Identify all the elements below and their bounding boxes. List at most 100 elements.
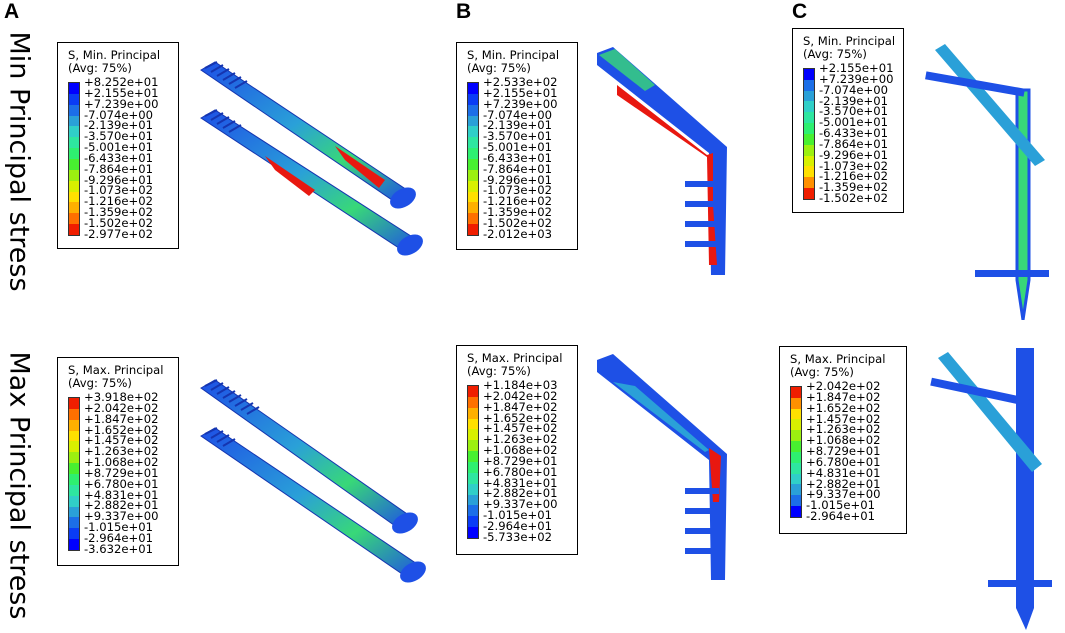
legend-c-min: S, Min. Principal (Avg: 75%) +2.155e+01+… bbox=[792, 28, 904, 213]
scale-swatch bbox=[69, 137, 79, 149]
scale-swatch bbox=[468, 429, 478, 441]
scale-value: -1.216e+02 bbox=[819, 169, 888, 184]
scale-value: +1.263e+02 bbox=[806, 422, 881, 437]
scale-swatch bbox=[69, 506, 79, 518]
scale-swatch bbox=[69, 539, 79, 551]
scale-value: +1.263e+02 bbox=[483, 432, 558, 447]
scale-swatch bbox=[69, 441, 79, 453]
scale-swatch bbox=[69, 528, 79, 540]
scale-value: +1.847e+02 bbox=[483, 399, 558, 414]
scale-value: +1.652e+02 bbox=[806, 400, 881, 415]
scale-swatch bbox=[468, 169, 478, 181]
scale-value: -6.433e+01 bbox=[84, 150, 153, 165]
scale-swatch bbox=[468, 396, 478, 408]
scale-value: +6.780e+01 bbox=[84, 476, 159, 491]
scale-value: -1.359e+02 bbox=[483, 205, 552, 220]
model-a-max bbox=[200, 379, 426, 583]
legend-c-max: S, Max. Principal (Avg: 75%) +2.042e+02+… bbox=[779, 346, 907, 534]
color-scale-bar bbox=[68, 82, 80, 236]
scale-value: -5.001e+01 bbox=[819, 115, 888, 130]
model-a-min bbox=[200, 61, 423, 256]
scale-swatch bbox=[804, 155, 814, 167]
scale-swatch bbox=[804, 188, 814, 199]
scale-value: -1.502e+02 bbox=[84, 215, 153, 230]
scale-value: +1.457e+02 bbox=[483, 421, 558, 436]
scale-value: -2.139e+01 bbox=[819, 93, 888, 108]
scale-swatch bbox=[468, 418, 478, 430]
scale-swatch bbox=[791, 495, 801, 507]
scale-swatch bbox=[69, 213, 79, 225]
scale-value: +9.337e+00 bbox=[483, 497, 558, 512]
scale-swatch bbox=[804, 79, 814, 91]
scale-value: +9.337e+00 bbox=[806, 487, 881, 502]
scale-value: +7.239e+00 bbox=[84, 96, 159, 111]
scale-swatch bbox=[791, 408, 801, 420]
scale-value: -7.074e+00 bbox=[819, 82, 888, 97]
model-c-max bbox=[930, 348, 1052, 630]
scale-swatch bbox=[468, 494, 478, 506]
scale-value: -1.216e+02 bbox=[483, 194, 552, 209]
scale-value: -2.012e+03 bbox=[483, 226, 552, 241]
scale-swatch bbox=[69, 408, 79, 420]
scale-value: +2.042e+02 bbox=[483, 388, 558, 403]
scale-swatch bbox=[69, 83, 79, 94]
scale-swatch bbox=[69, 148, 79, 160]
scale-swatch bbox=[468, 202, 478, 214]
scale-swatch bbox=[468, 213, 478, 225]
scale-value: +1.068e+02 bbox=[483, 443, 558, 458]
scale-value: +1.652e+02 bbox=[483, 410, 558, 425]
scale-value: -1.359e+02 bbox=[84, 205, 153, 220]
scale-value: -2.964e+01 bbox=[483, 518, 552, 533]
scale-value: -1.216e+02 bbox=[84, 194, 153, 209]
scale-value: -2.964e+01 bbox=[84, 530, 153, 545]
screw-upper bbox=[200, 379, 418, 534]
scale-swatch bbox=[468, 159, 478, 170]
scale-value: +9.337e+00 bbox=[84, 509, 159, 524]
scale-value: -2.977e+02 bbox=[84, 226, 153, 241]
scale-value: -1.015e+01 bbox=[806, 498, 875, 513]
scale-swatch bbox=[468, 516, 478, 528]
scale-swatch bbox=[804, 177, 814, 189]
scale-swatch bbox=[468, 115, 478, 127]
scale-value: -9.296e+01 bbox=[819, 147, 888, 162]
scale-value: +1.184e+03 bbox=[483, 378, 558, 392]
scale-value: -1.073e+02 bbox=[84, 183, 153, 198]
scale-swatch bbox=[468, 104, 478, 116]
color-scale-bar bbox=[803, 68, 815, 200]
scale-swatch bbox=[804, 90, 814, 102]
scale-value: -9.296e+01 bbox=[84, 172, 153, 187]
scale-value: +2.155e+01 bbox=[819, 61, 894, 75]
scale-swatch bbox=[69, 452, 79, 464]
legend-b-max: S, Max. Principal (Avg: 75%) +1.184e+03+… bbox=[456, 345, 578, 555]
scale-value: +4.831e+01 bbox=[806, 465, 881, 480]
scale-value: -1.073e+02 bbox=[819, 158, 888, 173]
scale-swatch bbox=[791, 451, 801, 463]
scale-swatch bbox=[468, 83, 478, 94]
color-scale-bar bbox=[467, 82, 479, 236]
color-scale-bar bbox=[467, 385, 479, 539]
scale-value: -6.433e+01 bbox=[483, 150, 552, 165]
screw-lower bbox=[200, 109, 423, 256]
scale-value: -6.433e+01 bbox=[819, 126, 888, 141]
scale-value: +8.252e+01 bbox=[84, 75, 159, 89]
scale-swatch bbox=[468, 483, 478, 495]
scale-value: +7.239e+00 bbox=[819, 71, 894, 86]
scale-value: -1.502e+02 bbox=[483, 215, 552, 230]
scale-swatch bbox=[791, 441, 801, 452]
scale-swatch bbox=[69, 93, 79, 105]
scale-swatch bbox=[468, 137, 478, 149]
scale-value: +8.729e+01 bbox=[483, 453, 558, 468]
scale-value: -1.359e+02 bbox=[819, 180, 888, 195]
scale-swatch bbox=[468, 440, 478, 452]
scale-swatch bbox=[791, 506, 801, 517]
scale-value: +4.831e+01 bbox=[483, 475, 558, 490]
scale-swatch bbox=[468, 386, 478, 397]
scale-swatch bbox=[804, 101, 814, 113]
scale-value: +1.847e+02 bbox=[806, 389, 881, 404]
scale-swatch bbox=[69, 463, 79, 475]
scale-swatch bbox=[69, 474, 79, 485]
scale-swatch bbox=[804, 144, 814, 156]
scale-value: +6.780e+01 bbox=[483, 464, 558, 479]
scale-value: -3.632e+01 bbox=[84, 541, 153, 556]
scale-value: -1.502e+02 bbox=[819, 191, 888, 206]
